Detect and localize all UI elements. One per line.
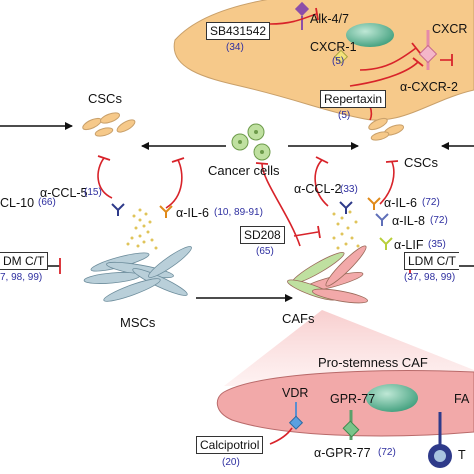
repertaxin-citation: (5) bbox=[338, 110, 351, 121]
ccl10-citation: (66) bbox=[38, 197, 56, 208]
inhibit-il6-to-csc-left bbox=[165, 159, 183, 209]
repertaxin-inhibit-line bbox=[349, 61, 419, 87]
anti-il6-right-citation: (72) bbox=[422, 197, 440, 208]
caf-cells bbox=[287, 245, 368, 304]
inhibit-msc-to-csc-left bbox=[97, 157, 113, 199]
anti-il8-citation: (72) bbox=[430, 215, 448, 226]
antibody-ccl2-icon bbox=[339, 201, 353, 214]
ldm-left-citation: 7, 98, 99) bbox=[0, 272, 43, 283]
alk-label: Alk-4/7 bbox=[310, 12, 349, 26]
anti-lif-citation: (35) bbox=[428, 239, 446, 250]
anti-il6-left-label: α-IL-6 bbox=[176, 206, 209, 220]
msc-cells bbox=[83, 246, 192, 302]
csc-left-label: CSCs bbox=[88, 91, 122, 106]
anti-ccl2-citation: (33) bbox=[340, 184, 358, 195]
fa-label: FA bbox=[454, 392, 470, 406]
calcipotriol-citation: (20) bbox=[222, 457, 240, 468]
mscs-label: MSCs bbox=[120, 315, 156, 330]
gpr77-receptor-icon bbox=[342, 410, 360, 440]
t-label: T bbox=[458, 448, 466, 462]
inhibit-cancer-cells bbox=[261, 163, 301, 247]
antibody-il8-icon bbox=[375, 213, 389, 226]
inhibit-il6-to-csc-right bbox=[379, 161, 395, 205]
cancer-cells-icon bbox=[231, 123, 271, 161]
calcipotriol-drug-box: Calcipotriol bbox=[196, 436, 264, 454]
antibody-ccl5-icon bbox=[111, 203, 125, 216]
cafs-label: CAFs bbox=[282, 311, 315, 326]
cxcr1-receptor-icon bbox=[333, 49, 349, 64]
sd208-drug-box: SD208 bbox=[240, 226, 285, 244]
ldm-right-citation: (37, 98, 99) bbox=[404, 272, 456, 283]
anti-il6-right-label: α-IL-6 bbox=[384, 196, 417, 210]
calcipotriol-line bbox=[269, 427, 293, 445]
ldm-right-drug-box: LDM C/T bbox=[404, 252, 459, 270]
antibody-lif-icon bbox=[379, 237, 393, 250]
csc-right-cells bbox=[368, 117, 404, 141]
antibody-il6-left-icon bbox=[159, 205, 173, 218]
repertaxin-drug-box: Repertaxin bbox=[320, 90, 387, 108]
sd208-inhibit-line bbox=[293, 231, 319, 237]
inhibit-ccl2-to-csc bbox=[314, 159, 329, 207]
prostemness-caf-cell bbox=[216, 370, 474, 437]
anti-gpr77-label: α-GPR-77 bbox=[314, 446, 371, 460]
sb431542-drug-box: SB431542 bbox=[206, 22, 271, 40]
cxcr1-label: CXCR-1 bbox=[310, 40, 357, 54]
sd208-citation: (65) bbox=[256, 246, 274, 257]
vdr-receptor-icon bbox=[288, 402, 304, 430]
sb431542-citation: (34) bbox=[226, 42, 244, 53]
caf-zoom-fan bbox=[224, 310, 474, 386]
cxcr1-citation: (5) bbox=[332, 56, 345, 67]
anti-gpr77-citation: (72) bbox=[378, 447, 396, 458]
fa-receptor-icon bbox=[428, 412, 452, 468]
csc-right-label: CSCs bbox=[404, 155, 438, 170]
antibody-il6-right-icon bbox=[367, 197, 381, 210]
csc-top-nucleus bbox=[346, 23, 394, 47]
anti-ccl2-label: α-CCL-2 bbox=[294, 182, 342, 196]
anti-il8-label: α-IL-8 bbox=[392, 214, 425, 228]
ccl10-label: CL-10 bbox=[0, 196, 35, 210]
vdr-label: VDR bbox=[282, 386, 309, 400]
cytokine-dots-left bbox=[126, 208, 158, 250]
anti-ccl5-citation: (15) bbox=[84, 187, 102, 198]
cxcr1-inhibit-line bbox=[359, 47, 417, 71]
cytokine-dots-right bbox=[332, 210, 360, 250]
caf-nucleus bbox=[366, 384, 418, 412]
cancer-cells-label: Cancer cells bbox=[208, 163, 280, 178]
gpr77-label: GPR-77 bbox=[330, 392, 376, 406]
cxcr-receptor-icon bbox=[418, 30, 438, 70]
sb431542-inhibit-line bbox=[269, 13, 317, 25]
anti-cxcr2-label: α-CXCR-2 bbox=[400, 80, 458, 94]
csc-left-cells bbox=[82, 112, 136, 137]
anti-il6-left-citation: (10, 89-91) bbox=[214, 207, 263, 218]
cxcr-top-label: CXCR bbox=[432, 22, 468, 36]
anti-lif-label: α-LIF bbox=[394, 238, 424, 252]
ldm-left-drug-box: DM C/T bbox=[0, 252, 49, 270]
prostemness-caf-label: Pro-stemness CAF bbox=[318, 355, 428, 370]
anti-ccl5-label: α-CCL-5 bbox=[40, 186, 88, 200]
